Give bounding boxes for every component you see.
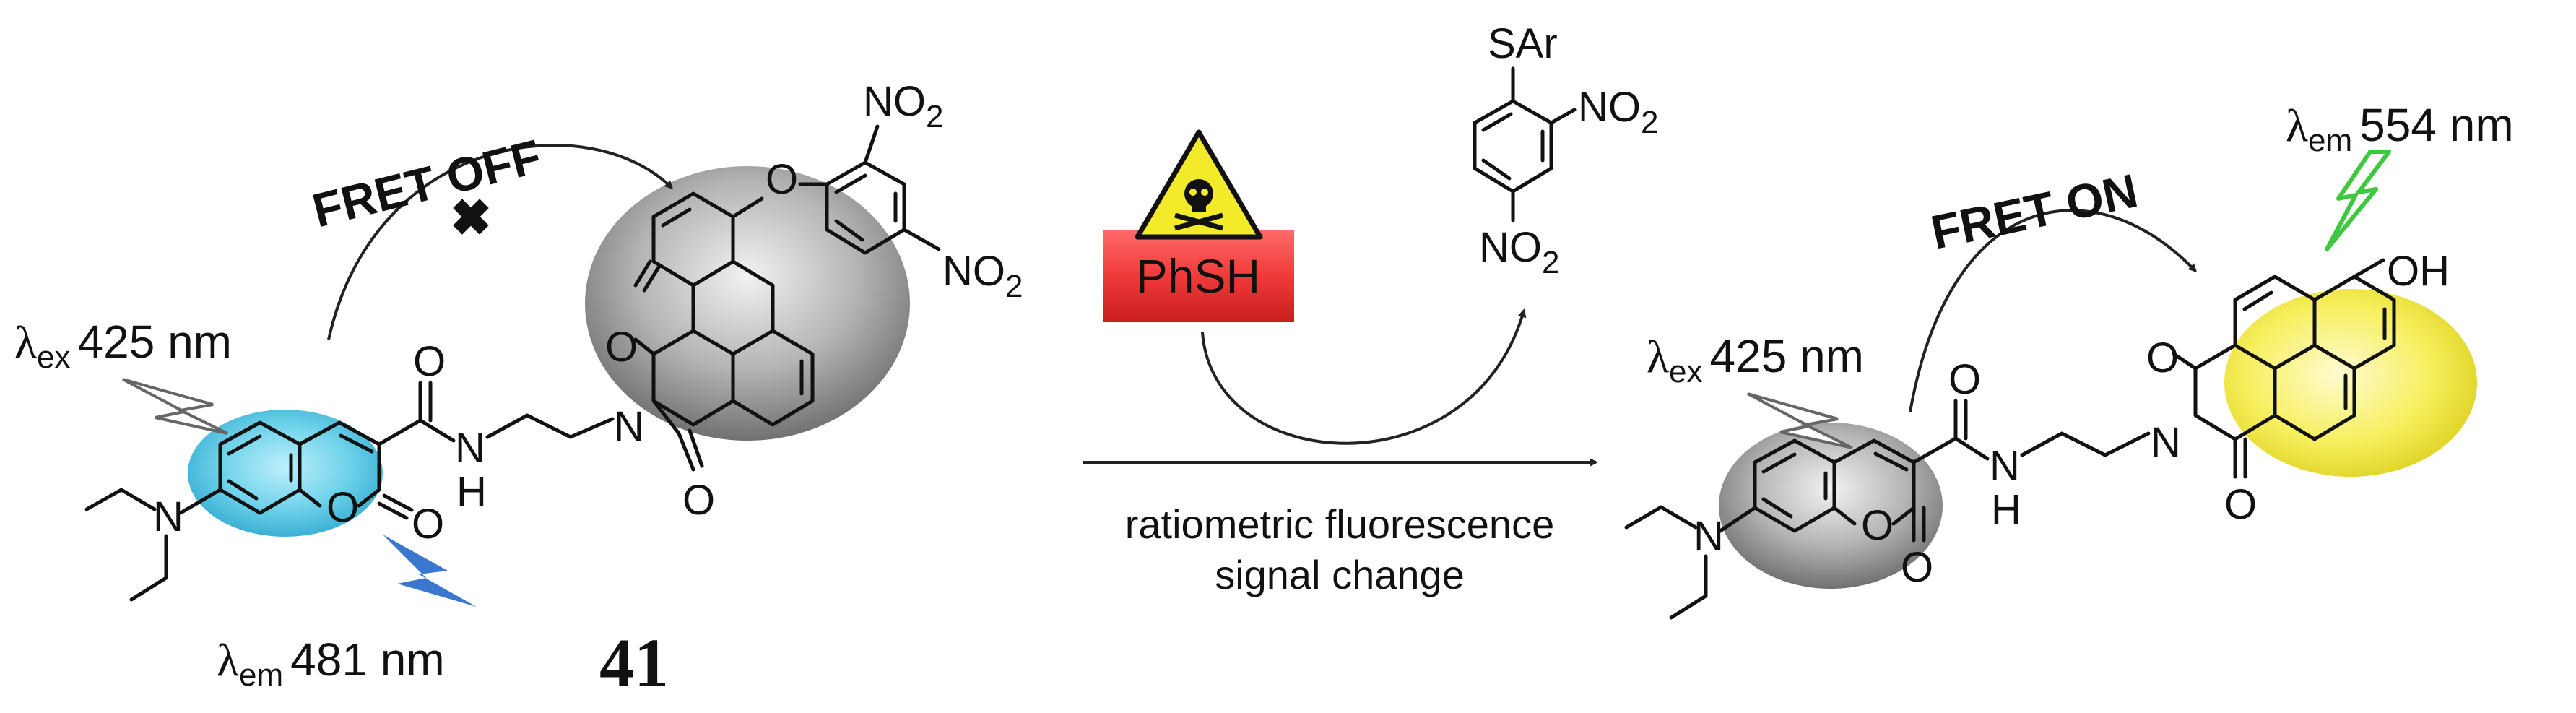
- excitation-bolt-right-icon: [1747, 392, 1853, 449]
- imide-nitrogen: N: [614, 403, 644, 450]
- byproduct-dinitrophenyl-thioether: SAr NO2 NO2: [1473, 20, 1658, 280]
- hydroxyl-group: OH: [2387, 248, 2450, 295]
- compound-41: O O O N H N N O O O: [84, 78, 1023, 602]
- byproduct-arc: [1201, 308, 1527, 445]
- toxic-hazard-icon: [1135, 129, 1263, 240]
- thiophenol-reagent: PhSH: [1103, 129, 1294, 322]
- product-amide-oxygen: O: [1948, 356, 1981, 403]
- amide-oxygen: O: [413, 338, 446, 385]
- naphthalimide-acceptor-highlight: [2224, 289, 2477, 477]
- fret-on-arc: [1909, 209, 2198, 412]
- coumarin-donor-highlight: [188, 410, 383, 537]
- nitro-group-byproduct-ortho: NO2: [1578, 84, 1658, 140]
- compound-number: 41: [599, 624, 669, 701]
- product-lactone-oxygen: O: [1901, 544, 1933, 591]
- naphthalimide-rings: [651, 191, 815, 427]
- lactone-carbonyl-oxygen: O: [412, 501, 444, 548]
- nitro-group-para: NO2: [942, 248, 1023, 304]
- amide-nitrogen: N: [455, 425, 485, 472]
- diethylamine-nitrogen: N: [153, 493, 183, 540]
- fret-off-arc: [327, 144, 674, 340]
- product-amide-hydrogen: H: [1991, 486, 2021, 533]
- product-compound: O O O N H N N O O OH: [1624, 248, 2477, 620]
- excitation-bolt-left-icon: [122, 378, 228, 435]
- imide-oxygen-bottom: O: [682, 477, 715, 524]
- emission-bolt-green-icon: [2325, 150, 2391, 251]
- ring-oxygen: O: [326, 484, 359, 531]
- arrow-caption-line1: ratiometric fluorescence: [1125, 501, 1554, 547]
- blocked-cross-icon: [453, 199, 489, 235]
- naphthalimide-quenched-highlight: [585, 166, 910, 441]
- fret-off-label: FRET OFF: [307, 129, 546, 238]
- product-imide-nitrogen: N: [2151, 419, 2181, 466]
- product-diethylamine-nitrogen: N: [1694, 513, 1724, 560]
- nitro-group-ortho: NO2: [863, 78, 943, 134]
- imide-oxygen-top: O: [605, 324, 638, 371]
- product-amide-nitrogen: N: [1990, 443, 2020, 490]
- arrow-caption-line2: signal change: [1215, 552, 1465, 597]
- product-imide-oxygen-bottom: O: [2224, 481, 2257, 528]
- nitro-group-byproduct-para: NO2: [1479, 224, 1559, 280]
- product-ring-oxygen: O: [1861, 502, 1894, 549]
- ether-oxygen: O: [766, 156, 798, 203]
- fret-on-label: FRET ON: [1927, 163, 2143, 259]
- thioether-group: SAr: [1488, 20, 1558, 67]
- reagent-label: PhSH: [1136, 249, 1260, 303]
- emission-bolt-blue-icon: [383, 535, 477, 607]
- product-imide-oxygen-top: O: [2146, 334, 2179, 381]
- amide-hydrogen: H: [456, 468, 487, 515]
